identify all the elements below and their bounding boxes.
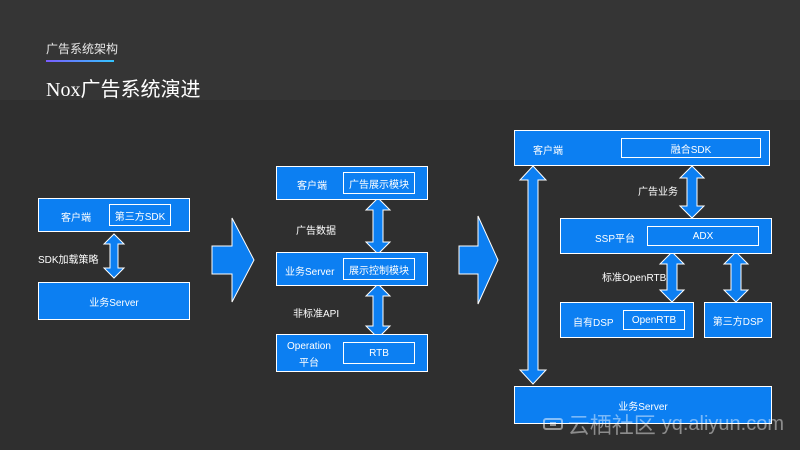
d1-server-box: 业务Server xyxy=(38,282,190,320)
transition-arrow-2 xyxy=(458,215,499,305)
double-arrow-d3-client-ssp xyxy=(678,165,706,219)
d2-control-module: 展示控制模块 xyxy=(343,258,415,280)
d2-display-module: 广告展示模块 xyxy=(343,172,415,194)
d3-edge-openrtb-label: 标准OpenRTB xyxy=(602,273,667,284)
d2-rtb-box: RTB xyxy=(343,342,415,364)
double-arrow-d2-top xyxy=(364,197,392,255)
double-arrow-d2-bottom xyxy=(364,283,392,339)
d2-server-label: 业务Server xyxy=(285,267,335,278)
transition-arrow-1 xyxy=(211,217,255,303)
d3-adx-box: ADX xyxy=(647,226,759,246)
section-underline xyxy=(46,60,114,62)
d2-client-box: 客户端 广告展示模块 xyxy=(276,166,428,200)
d3-third-dsp-box: 第三方DSP xyxy=(704,302,772,338)
double-arrow-d1 xyxy=(102,233,126,279)
d2-client-label: 客户端 xyxy=(297,181,327,192)
cloud-logo-icon xyxy=(542,418,563,430)
watermark-url: yq.aliyun.com xyxy=(661,412,784,435)
d2-server-box: 业务Server 展示控制模块 xyxy=(276,252,428,286)
d1-sdk-box: 第三方SDK xyxy=(109,204,171,226)
d3-client-box: 客户端 融合SDK xyxy=(514,130,770,166)
d3-own-dsp-label: 自有DSP xyxy=(573,318,614,329)
d3-ssp-label: SSP平台 xyxy=(595,234,636,245)
d1-client-label: 客户端 xyxy=(61,213,91,224)
d2-edge-api-label: 非标准API xyxy=(293,309,340,320)
watermark: 云栖社区 yq.aliyun.com xyxy=(542,408,784,440)
header-band xyxy=(0,0,800,100)
double-arrow-d3-long xyxy=(518,165,548,385)
d3-edge-business-label: 广告业务 xyxy=(638,187,678,198)
d3-ssp-box: SSP平台 ADX xyxy=(560,218,772,254)
d2-edge-data-label: 广告数据 xyxy=(296,226,336,237)
d3-fusion-sdk-box: 融合SDK xyxy=(621,138,761,158)
watermark-cn: 云栖社区 xyxy=(567,413,656,438)
section-label: 广告系统架构 xyxy=(46,42,119,56)
d3-own-dsp-box: 自有DSP OpenRTB xyxy=(560,302,694,338)
page-title: Nox广告系统演进 xyxy=(46,79,201,101)
d1-client-box: 客户端 第三方SDK xyxy=(38,198,190,232)
d1-edge-label: SDK加载策略 xyxy=(38,255,99,266)
d3-server-box: 业务Server xyxy=(514,386,772,424)
double-arrow-d3-adx-third xyxy=(722,251,750,303)
d2-operation-line2: 平台 xyxy=(299,358,319,369)
d2-operation-line1: Operation xyxy=(287,341,331,352)
d2-operation-box: Operation 平台 RTB xyxy=(276,334,428,372)
d3-openrtb-box: OpenRTB xyxy=(623,310,685,330)
d3-client-label: 客户端 xyxy=(533,146,563,157)
